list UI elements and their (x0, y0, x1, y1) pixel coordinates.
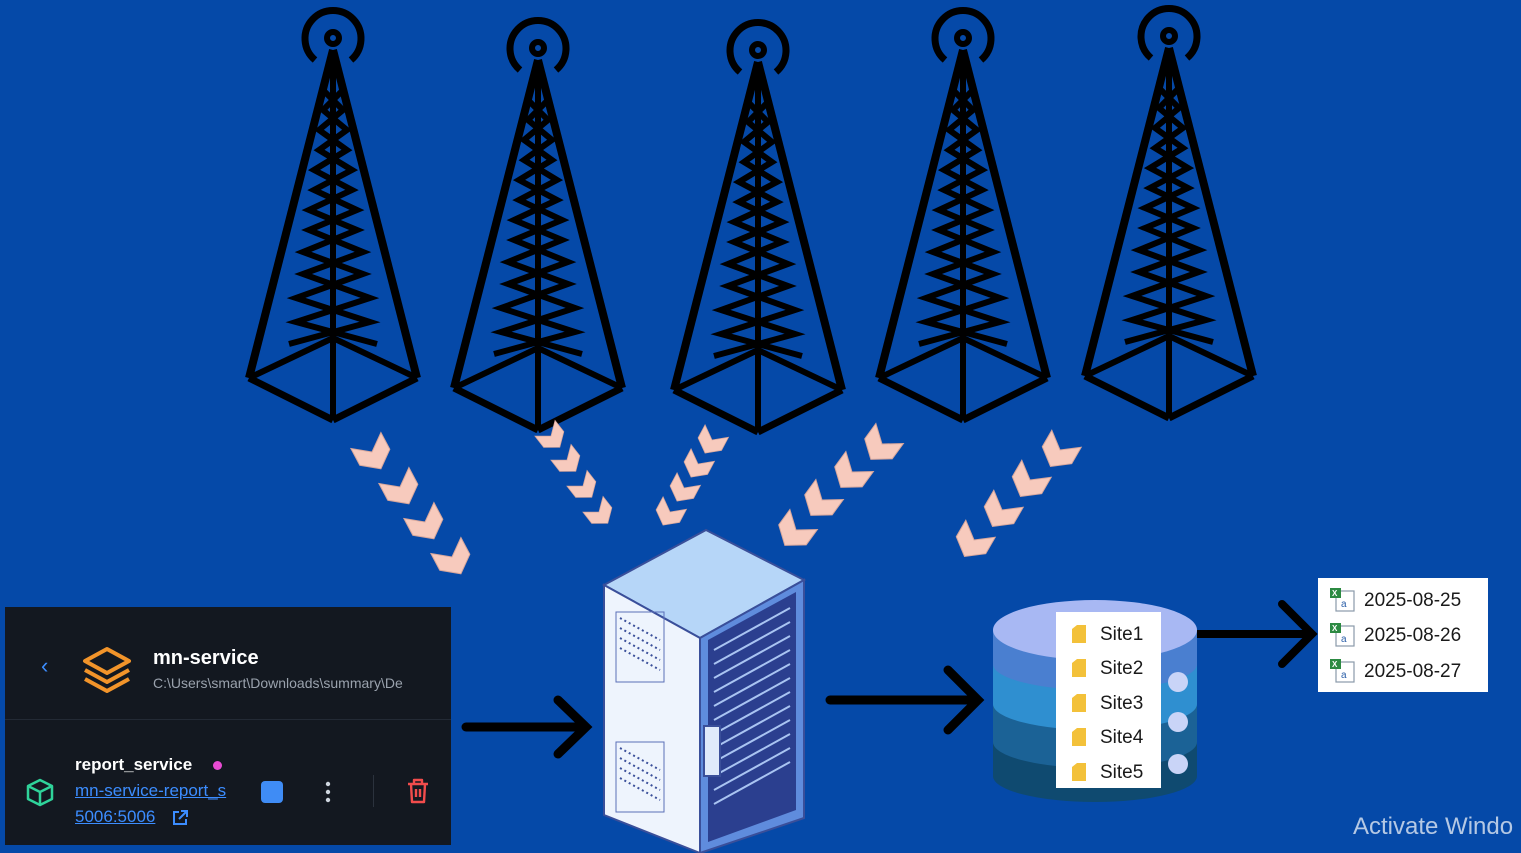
arrow-panel-to-server (461, 695, 593, 759)
folder-item[interactable]: Site2 (1056, 650, 1161, 684)
arrow-server-to-database (825, 665, 985, 735)
folder-item[interactable]: Site3 (1056, 685, 1161, 719)
folder-icon (1072, 763, 1086, 781)
file-label: 2025-08-27 (1364, 661, 1462, 682)
folder-icon (1072, 659, 1086, 677)
chevron-flow-2 (534, 420, 619, 532)
excel-file-icon (1330, 659, 1355, 683)
chevron-flow-3 (650, 424, 729, 532)
project-path: C:\Users\smart\Downloads\summary\De (153, 675, 403, 691)
chevron-flow-5 (949, 429, 1082, 566)
tower-3 (674, 23, 842, 432)
excel-file-icon (1330, 588, 1355, 612)
tower-2 (454, 21, 622, 430)
project-title: mn-service (153, 647, 259, 669)
file-item[interactable]: 2025-08-27 (1318, 653, 1488, 688)
layers-stack-icon (83, 647, 131, 693)
blue-square-button[interactable] (261, 781, 283, 803)
container-link[interactable]: mn-service-report_s (75, 781, 227, 800)
folder-icon (1072, 694, 1086, 712)
server-rack-icon (601, 528, 807, 853)
excel-file-list: 2025-08-25 2025-08-26 2025-08-27 (1318, 578, 1488, 692)
folder-label: Site4 (1100, 727, 1144, 748)
file-label: 2025-08-26 (1364, 625, 1462, 646)
trash-icon[interactable] (405, 777, 431, 805)
kebab-menu-icon[interactable] (321, 779, 335, 805)
external-link-icon[interactable] (171, 809, 189, 827)
service-panel: ‹ mn-service C:\Users\smart\Downloads\su… (5, 607, 451, 845)
excel-file-icon (1330, 623, 1355, 647)
file-item[interactable]: 2025-08-26 (1318, 617, 1488, 652)
file-item[interactable]: 2025-08-25 (1318, 582, 1488, 617)
project-header: ‹ mn-service C:\Users\smart\Downloads\su… (5, 607, 451, 720)
site-folder-list: Site1 Site2 Site3 Site4 Site5 (1056, 612, 1161, 788)
folder-icon (1072, 728, 1086, 746)
activation-watermark: Activate Windo (1353, 813, 1514, 840)
tower-4 (879, 11, 1047, 420)
folder-icon (1072, 625, 1086, 643)
port-link[interactable]: 5006:5006 (75, 807, 156, 826)
chevron-flow-4 (770, 422, 904, 556)
status-dot (213, 761, 222, 770)
tower-5 (1085, 9, 1253, 418)
tower-1 (249, 11, 417, 420)
folder-item[interactable]: Site4 (1056, 719, 1161, 753)
folder-item[interactable]: Site5 (1056, 754, 1161, 788)
container-cube-icon (26, 778, 54, 807)
folder-label: Site3 (1100, 693, 1144, 714)
chevron-left-icon[interactable]: ‹ (41, 653, 49, 678)
folder-item[interactable]: Site1 (1056, 616, 1161, 650)
chevron-flow-1 (350, 432, 477, 583)
folder-label: Site5 (1100, 762, 1144, 783)
divider (373, 775, 374, 807)
service-name: report_service (75, 755, 193, 774)
folder-label: Site2 (1100, 658, 1144, 679)
folder-label: Site1 (1100, 624, 1144, 645)
file-label: 2025-08-25 (1364, 590, 1462, 611)
